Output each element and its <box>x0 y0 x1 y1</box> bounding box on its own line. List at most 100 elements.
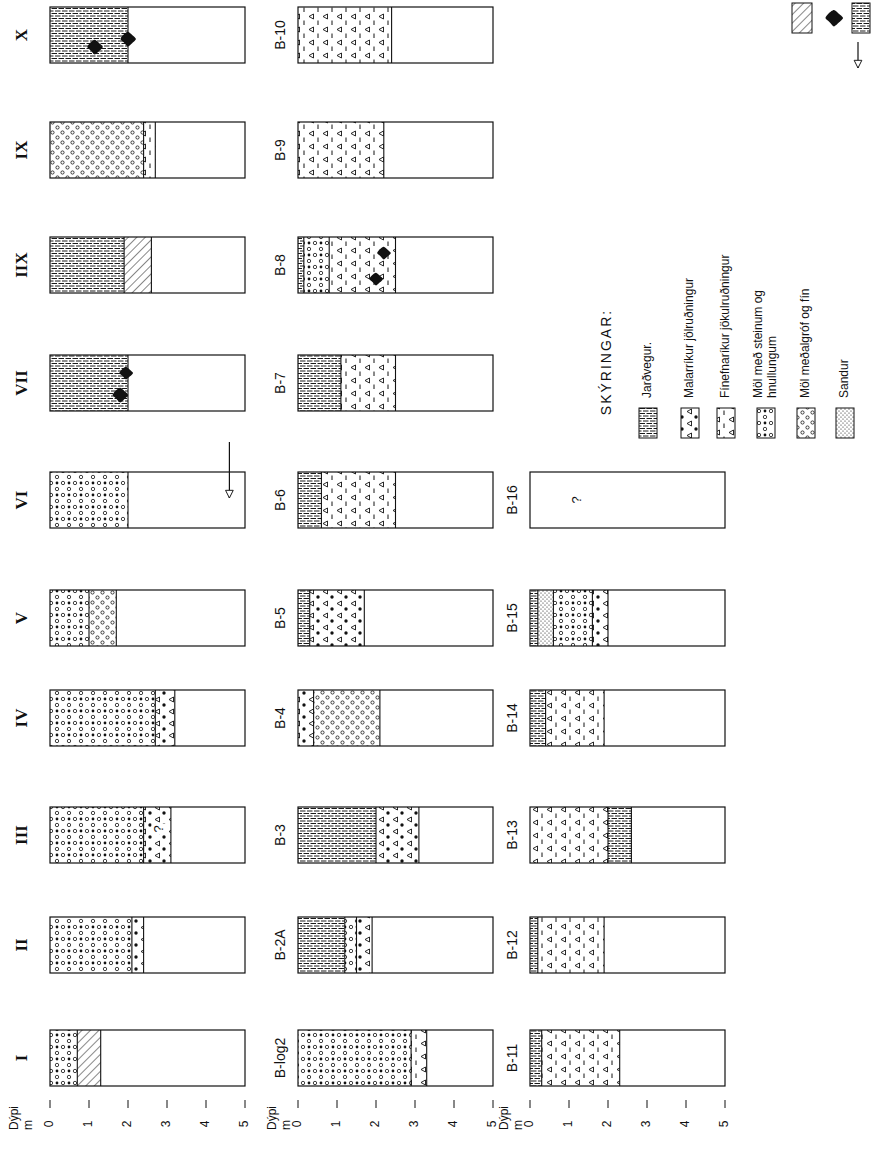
legend-label: Möl með steinum og hnullungum <box>752 268 780 398</box>
log-outline <box>50 690 245 746</box>
tick-label: 4 <box>199 1121 213 1128</box>
borehole-log <box>298 917 493 973</box>
tick-label: 3 <box>408 1121 422 1128</box>
axis-title: Dýpi m <box>498 1106 526 1130</box>
legend-swatch <box>639 408 657 438</box>
layer-boundary <box>143 807 144 863</box>
boulder-symbol <box>377 247 391 260</box>
borehole-label: B-14 <box>504 703 520 733</box>
borehole-log <box>298 7 493 63</box>
layer-boundary <box>604 690 605 746</box>
soil-layer <box>50 355 128 411</box>
log-outline <box>50 917 245 973</box>
boulder-symbol <box>119 367 133 380</box>
soil-layer <box>50 122 144 178</box>
borehole-label: IIX <box>12 252 32 278</box>
soil-layer <box>50 917 132 973</box>
layer-boundary <box>553 590 554 646</box>
layer-boundary <box>631 807 632 863</box>
axis-title: Dýpi m <box>8 1106 36 1130</box>
borehole-log <box>298 590 493 646</box>
log-outline <box>298 807 493 863</box>
layer-boundary <box>607 807 608 863</box>
rock-swatch <box>792 3 812 33</box>
layer-boundary <box>116 590 117 646</box>
log-outline <box>298 917 493 973</box>
layer-boundary <box>127 355 128 411</box>
soil-layer <box>298 472 321 528</box>
layer-boundary <box>604 917 605 973</box>
borehole-log <box>50 807 245 863</box>
axis-tick <box>298 1100 299 1108</box>
log-outline <box>50 355 245 411</box>
axis-tick <box>167 1100 168 1108</box>
log-outline <box>50 472 245 528</box>
soil-layer <box>304 237 329 293</box>
borehole-label: B-log2 <box>272 1038 288 1078</box>
legend-label: Jarðvegur. <box>641 342 655 398</box>
layer-boundary <box>418 807 419 863</box>
uncertain-mark: ? <box>569 494 584 505</box>
tick-label: 1 <box>330 1121 344 1128</box>
layer-boundary <box>124 237 125 293</box>
legend-label: Möl meðalgróf og fín <box>799 289 813 398</box>
log-outline <box>50 807 245 863</box>
borehole-log <box>530 917 725 973</box>
tick-label: 0 <box>43 1121 57 1128</box>
log-outline <box>50 1030 245 1086</box>
axis-tick <box>493 1100 494 1108</box>
legend-swatch <box>757 408 775 438</box>
borehole-label: IX <box>12 141 32 160</box>
borehole-log <box>50 122 245 178</box>
soil-layer <box>155 690 175 746</box>
soil-layer <box>530 590 538 646</box>
borehole-label: B-16 <box>504 485 520 515</box>
layer-boundary <box>127 472 128 528</box>
layer-boundary <box>100 1030 101 1086</box>
log-outline <box>50 122 245 178</box>
axis-tick <box>128 1100 129 1108</box>
log-outline <box>298 690 493 746</box>
borehole-log <box>298 1030 493 1086</box>
borehole-label: B-9 <box>272 139 288 161</box>
layer-boundary <box>344 917 345 973</box>
soil-layer <box>50 807 144 863</box>
borehole-label: B-2A <box>272 929 288 960</box>
legend-extra-symbols <box>792 3 870 68</box>
axis-tick <box>725 1100 726 1108</box>
soil-layer <box>77 1030 100 1086</box>
log-outline <box>50 590 245 646</box>
log-outline <box>530 1030 725 1086</box>
soil-layer <box>298 7 392 63</box>
axis-tick <box>608 1100 609 1108</box>
borehole-label: B-3 <box>272 824 288 846</box>
layer-boundary <box>329 237 330 293</box>
borehole-label: B-12 <box>504 930 520 960</box>
legend-title: SKÝRINGAR: <box>598 309 614 415</box>
tick-label: 0 <box>523 1121 537 1128</box>
axis-tick <box>530 1100 531 1108</box>
legend-swatch <box>681 408 699 438</box>
borehole-log <box>50 1030 245 1086</box>
layer-boundary <box>174 690 175 746</box>
boulder-symbol <box>825 10 843 26</box>
legend-swatch <box>717 408 735 438</box>
borehole-log <box>298 237 493 293</box>
soil-layer <box>608 807 631 863</box>
layer-boundary <box>88 590 89 646</box>
tick-label: 2 <box>369 1121 383 1128</box>
soil-layer <box>538 917 604 973</box>
soil-layer <box>298 237 304 293</box>
layer-boundary <box>303 237 304 293</box>
borehole-label: I <box>12 1055 32 1062</box>
log-outline <box>50 7 245 63</box>
soil-layer <box>298 590 310 646</box>
tick-label: 4 <box>679 1121 693 1128</box>
tick-label: 3 <box>640 1121 654 1128</box>
tick-label: 2 <box>601 1121 615 1128</box>
borehole-log <box>530 590 725 646</box>
soil-layer <box>530 807 608 863</box>
uncertain-mark: ? <box>152 823 167 834</box>
log-outline <box>298 472 493 528</box>
